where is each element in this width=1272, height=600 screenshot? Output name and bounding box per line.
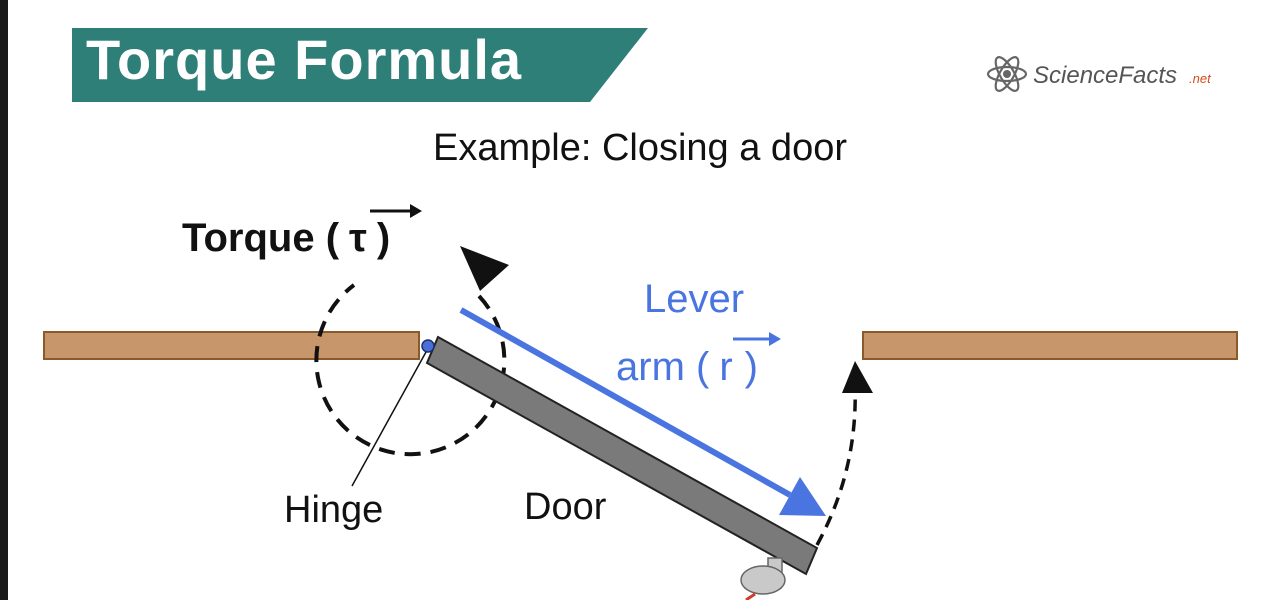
logo-suffix: .net	[1189, 71, 1212, 86]
torque-label: Torque (τ)	[182, 216, 390, 260]
door	[425, 335, 819, 576]
lever-arm-arrowhead	[779, 477, 826, 516]
door-swing-arc	[815, 384, 857, 546]
lever-close-paren: )	[745, 345, 758, 389]
lever-vector-bar-head	[769, 332, 781, 346]
atom-icon	[986, 56, 1028, 92]
door-swing-arrowhead	[842, 361, 873, 393]
wall-left	[43, 331, 420, 360]
torque-arrowhead	[460, 246, 509, 291]
hinge-label: Hinge	[284, 489, 383, 531]
lever-symbol: r	[719, 345, 732, 389]
torque-vector-bar-head	[410, 204, 422, 218]
door-handle	[740, 557, 786, 595]
torque-word: Torque (	[182, 216, 340, 260]
lever-arm-arrow	[459, 307, 792, 498]
door-label: Door	[524, 486, 607, 528]
lever-label-line2: arm (r)	[616, 345, 758, 389]
force-arrow-hint	[745, 592, 756, 600]
lever-label-line1: Lever	[644, 277, 744, 321]
lever-arm-word: arm (	[616, 345, 710, 389]
torque-symbol: τ	[349, 216, 367, 260]
hinge-pointer-line	[351, 351, 427, 487]
hinge-dot	[421, 339, 435, 353]
logo-brand: ScienceFacts	[1033, 62, 1177, 89]
torque-diagram: Torque Formula ScienceFacts .net Example…	[43, 28, 1238, 600]
torque-close-paren: )	[377, 216, 390, 260]
sciencefacts-logo: ScienceFacts .net	[986, 56, 1212, 92]
diagram-canvas: Torque Formula ScienceFacts .net Example…	[8, 0, 1272, 600]
wall-right	[862, 331, 1238, 360]
page-title: Torque Formula	[86, 28, 522, 91]
subtitle: Example: Closing a door	[433, 127, 847, 169]
title-banner	[72, 28, 648, 102]
